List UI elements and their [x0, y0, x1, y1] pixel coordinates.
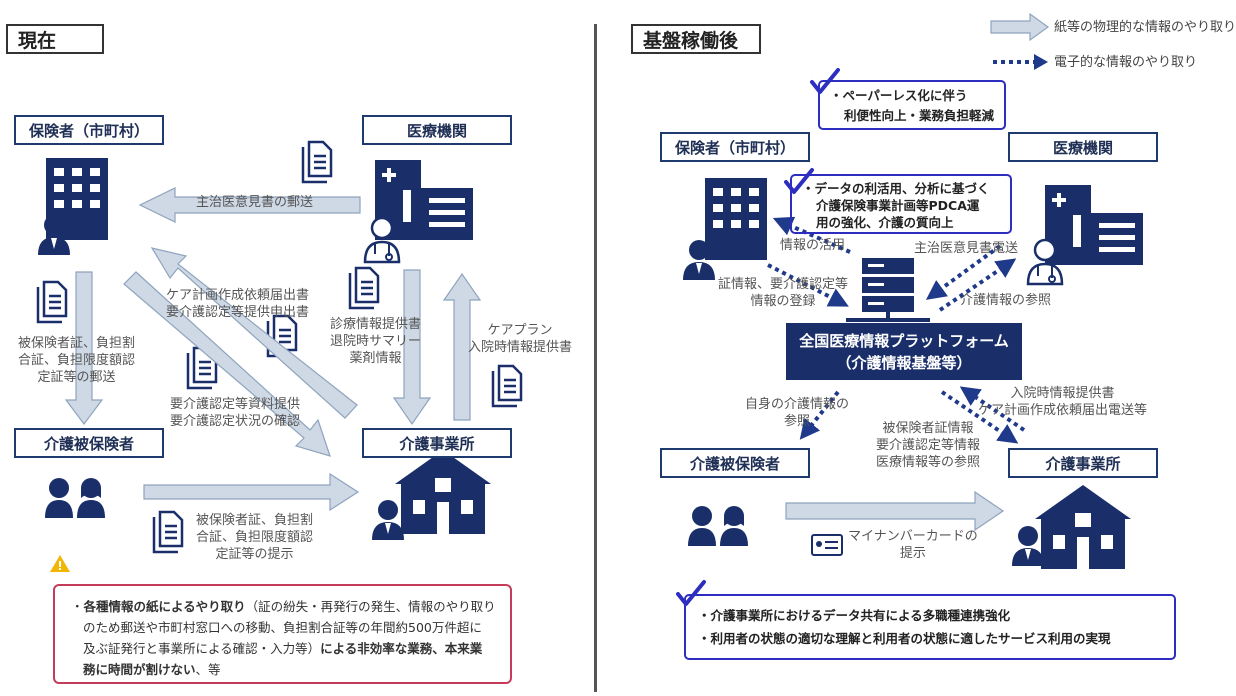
label-cert-show: 被保険者証、負担割 合証、負担限度額認 定証等の提示 [196, 513, 314, 562]
right-medical-label: 医療機関 [1008, 132, 1158, 162]
document-icon [348, 266, 380, 310]
warning-icon [50, 555, 70, 572]
arrow-cert-mail-down [64, 271, 104, 425]
benefit-paperless-box: ・ペーパーレス化に伴う 利便性向上・業務負担軽減 [818, 80, 1006, 130]
couple-icon [45, 478, 105, 518]
left-insured-label: 介護被保険者 [14, 428, 164, 458]
panel-divider [594, 24, 597, 692]
label-self-ref: 自身の介護情報の 参照 [745, 397, 850, 429]
label-cert-mail: 被保険者証、負担割 合証、負担限度額認 定証等の郵送 [18, 336, 136, 385]
label-mynumber: マイナンバーカードの 提示 [848, 529, 978, 561]
couple-icon [688, 506, 748, 546]
arrow-cert-show [143, 472, 360, 512]
right-provider-label: 介護事業所 [1008, 448, 1158, 478]
label-provider-ref: 被保険者証情報 要介護認定等情報 医療情報等の参照 [876, 421, 981, 470]
label-care-ref: 介護情報の参照 [960, 293, 1052, 308]
legend-electronic-arrow-icon [993, 54, 1048, 70]
right-insured-label: 介護被保険者 [660, 448, 810, 478]
insurer-building-icon [705, 178, 767, 260]
label-care-plan: ケアプラン 入院時情報提供書 [468, 323, 573, 355]
left-provider-label: 介護事業所 [362, 428, 512, 458]
hospital-icon [1045, 185, 1143, 265]
national-platform-box: 全国医療情報プラットフォーム （介護情報基盤等） [786, 323, 1022, 380]
arrow-care-plan-up [442, 272, 482, 421]
e-arrow-platform-to-medical [938, 258, 1017, 312]
label-medical-info: 診療情報提供書 退院時サマリー 薬剤情報 [330, 317, 422, 366]
label-care-plan-request: ケア計画作成依頼届出書 要介護認定等提供申出書 [166, 288, 310, 320]
label-opinion-mail: 主治医意見書の郵送 [196, 195, 314, 210]
legend-paper-label: 紙等の物理的な情報のやり取り [1054, 20, 1236, 35]
house-icon [395, 450, 491, 534]
e-arrow-medical-to-platform [925, 244, 1002, 300]
left-insurer-label: 保険者（市町村） [14, 115, 164, 145]
arrow-opinion-mail [138, 187, 361, 223]
benefit-bottom-box: ・介護事業所におけるデータ共有による多職種連携強化 ・利用者の状態の適切な理解と… [684, 594, 1176, 660]
label-info-use: 情報の活用 [780, 238, 846, 253]
document-icon [491, 364, 523, 408]
left-panel-title: 現在 [6, 24, 104, 54]
label-opinion-e: 主治医意見書電送 [914, 241, 1019, 256]
label-register: 証情報、要介護認定等 情報の登録 [718, 277, 849, 309]
e-arrow-insurer-to-platform [767, 263, 849, 307]
right-panel-title: 基盤稼働後 [631, 24, 761, 54]
arrow-diagonal-up [150, 247, 358, 419]
e-arrow-provider-to-platform [959, 386, 1026, 432]
legend-electronic-label: 電子的な情報のやり取り [1054, 55, 1198, 70]
e-arrow-platform-to-provider [940, 390, 1019, 444]
arrow-medical-info-down [392, 269, 432, 426]
e-arrow-platform-to-insured [799, 390, 840, 440]
house-icon [1035, 485, 1131, 569]
document-icon [152, 510, 184, 554]
document-icon [301, 140, 333, 184]
provider-staff-icon [372, 500, 404, 540]
label-provider-send: 入院時情報提供書 ケア計画作成依頼届出電送等 [978, 386, 1148, 418]
warning-note: ・各種情報の紙によるやり取り（証の紛失・再発行の発生、情報のやり取り のため郵送… [53, 584, 512, 684]
provider-staff-icon [1012, 526, 1044, 566]
document-icon [36, 280, 68, 324]
right-insurer-label: 保険者（市町村） [660, 132, 810, 162]
benefit-data-box: ・データの利活用、分析に基づく 介護保険事業計画等PDCA運 用の強化、介護の質… [790, 174, 1012, 234]
arrow-mynumber-show [785, 490, 1005, 532]
arrow-diagonal-down [123, 271, 331, 457]
label-care-docs: 要介護認定等資料提供 要介護認定状況の確認 [170, 397, 301, 429]
legend-paper-arrow-icon [990, 12, 1050, 42]
mynumber-card-icon [811, 534, 843, 556]
server-icon [846, 258, 930, 322]
left-medical-label: 医療機関 [362, 115, 512, 145]
